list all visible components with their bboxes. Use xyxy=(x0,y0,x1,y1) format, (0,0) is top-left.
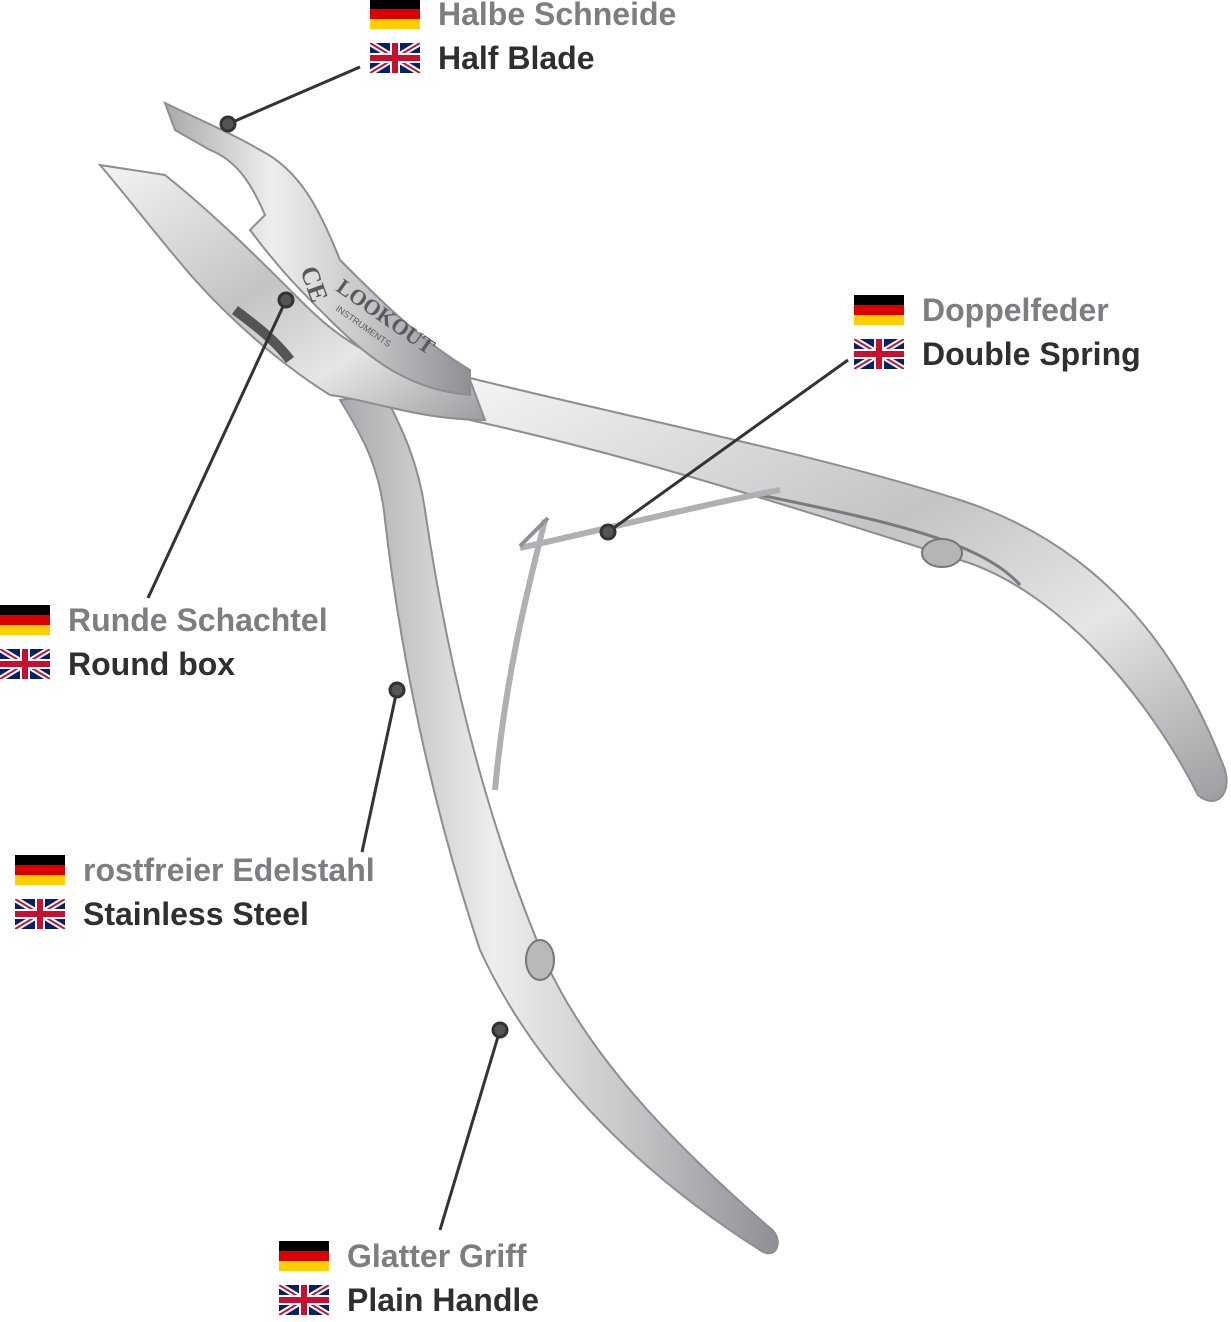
callout-english-text: Round box xyxy=(68,645,236,682)
german-flag-icon xyxy=(370,0,420,29)
german-flag-icon xyxy=(0,605,50,635)
right-handle xyxy=(469,376,1228,802)
callout-german-text: Doppelfeder xyxy=(922,291,1109,328)
uk-flag-icon xyxy=(854,339,904,369)
leader-lines xyxy=(146,65,849,1231)
german-flag-icon xyxy=(854,295,904,325)
callout-german-text: Glatter Griff xyxy=(347,1237,527,1274)
uk-flag-icon xyxy=(279,1285,329,1315)
callout-english-text: Stainless Steel xyxy=(83,895,309,932)
callout-plain-handle: Glatter Griff Plain Handle xyxy=(279,1234,539,1322)
head xyxy=(97,163,487,422)
uk-flag-icon xyxy=(15,899,65,929)
callout-german-text: Halbe Schneide xyxy=(438,0,677,32)
round-box-marker xyxy=(277,291,295,309)
callout-english-text: Half Blade xyxy=(438,39,595,76)
plain-handle-marker xyxy=(491,1021,509,1039)
callout-round-box: Runde Schachtel Round box xyxy=(0,598,328,686)
german-flag-icon xyxy=(15,855,65,885)
left-handle xyxy=(338,393,779,1255)
stainless-steel-marker xyxy=(388,681,406,699)
callout-double-spring: Doppelfeder Double Spring xyxy=(854,288,1141,376)
uk-flag-icon xyxy=(0,649,50,679)
callout-english-text: Double Spring xyxy=(922,335,1141,372)
double-spring-marker xyxy=(599,523,617,541)
uk-flag-icon xyxy=(370,43,420,73)
callout-german-text: rostfreier Edelstahl xyxy=(83,851,375,888)
callout-english-text: Plain Handle xyxy=(347,1281,540,1318)
half-blade-marker xyxy=(219,115,237,133)
german-flag-icon xyxy=(279,1241,329,1271)
callout-german-text: Runde Schachtel xyxy=(68,601,328,638)
spring xyxy=(519,487,781,551)
callout-half-blade: Halbe Schneide Half Blade xyxy=(370,0,676,80)
callout-stainless-steel: rostfreier Edelstahl Stainless Steel xyxy=(15,848,375,936)
